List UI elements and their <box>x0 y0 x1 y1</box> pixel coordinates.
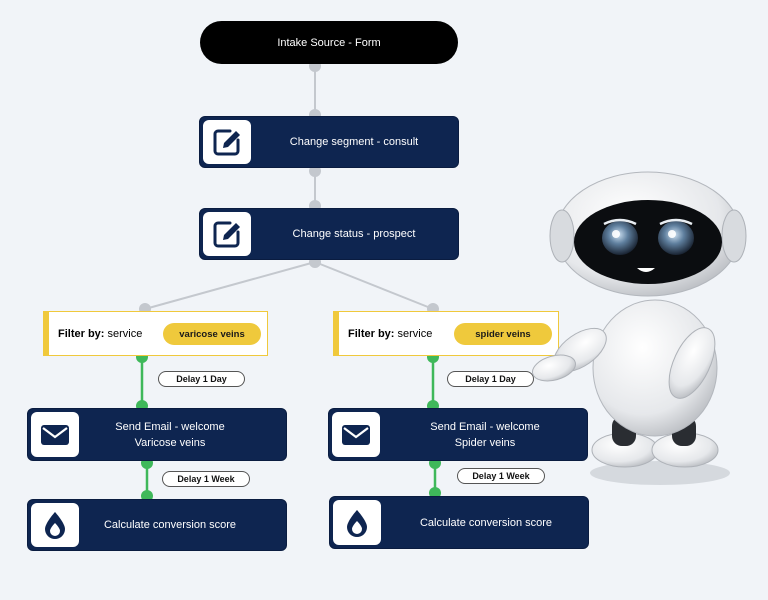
email-title: Send Email - welcome <box>115 420 225 433</box>
delay-badge-right-1[interactable]: Delay 1 Day <box>447 371 534 387</box>
envelope-icon <box>332 412 380 457</box>
filter-label: Filter by: service <box>348 328 432 340</box>
filter-field: service <box>107 327 143 340</box>
email-subtitle: Varicose veins <box>134 436 206 449</box>
filter-prefix: Filter by: <box>58 327 105 340</box>
change-segment-node[interactable]: Change segment - consult <box>199 116 459 168</box>
email-subtitle: Spider veins <box>454 436 516 449</box>
filter-node-right[interactable]: Filter by: service spider veins <box>333 311 559 356</box>
intake-source-node[interactable]: Intake Source - Form <box>200 21 458 64</box>
delay-badge-left-1[interactable]: Delay 1 Day <box>158 371 245 387</box>
intake-source-label: Intake Source - Form <box>277 36 381 49</box>
envelope-icon <box>31 412 79 457</box>
filter-value-chip[interactable]: varicose veins <box>163 323 261 345</box>
filter-value-chip[interactable]: spider veins <box>454 323 552 345</box>
filter-field: service <box>397 327 433 340</box>
send-email-node-right[interactable]: Send Email - welcome Spider veins <box>328 408 588 461</box>
change-status-label: Change status - prospect <box>292 228 416 240</box>
edit-icon <box>203 120 251 164</box>
droplet-icon <box>333 500 381 545</box>
robot-mascot <box>532 171 747 485</box>
delay-badge-right-2[interactable]: Delay 1 Week <box>457 468 545 484</box>
filter-label: Filter by: service <box>58 328 142 340</box>
send-email-node-left[interactable]: Send Email - welcome Varicose veins <box>27 408 287 461</box>
change-status-node[interactable]: Change status - prospect <box>199 208 459 260</box>
filter-prefix: Filter by: <box>348 327 395 340</box>
droplet-icon <box>31 503 79 547</box>
edit-icon <box>203 212 251 256</box>
conversion-score-node-right[interactable]: Calculate conversion score <box>329 496 589 549</box>
filter-node-left[interactable]: Filter by: service varicose veins <box>43 311 268 356</box>
email-title: Send Email - welcome <box>430 420 540 433</box>
change-segment-label: Change segment - consult <box>289 136 419 148</box>
delay-badge-left-2[interactable]: Delay 1 Week <box>162 471 250 487</box>
score-label: Calculate conversion score <box>103 519 237 531</box>
conversion-score-node-left[interactable]: Calculate conversion score <box>27 499 287 551</box>
score-label: Calculate conversion score <box>419 516 553 529</box>
